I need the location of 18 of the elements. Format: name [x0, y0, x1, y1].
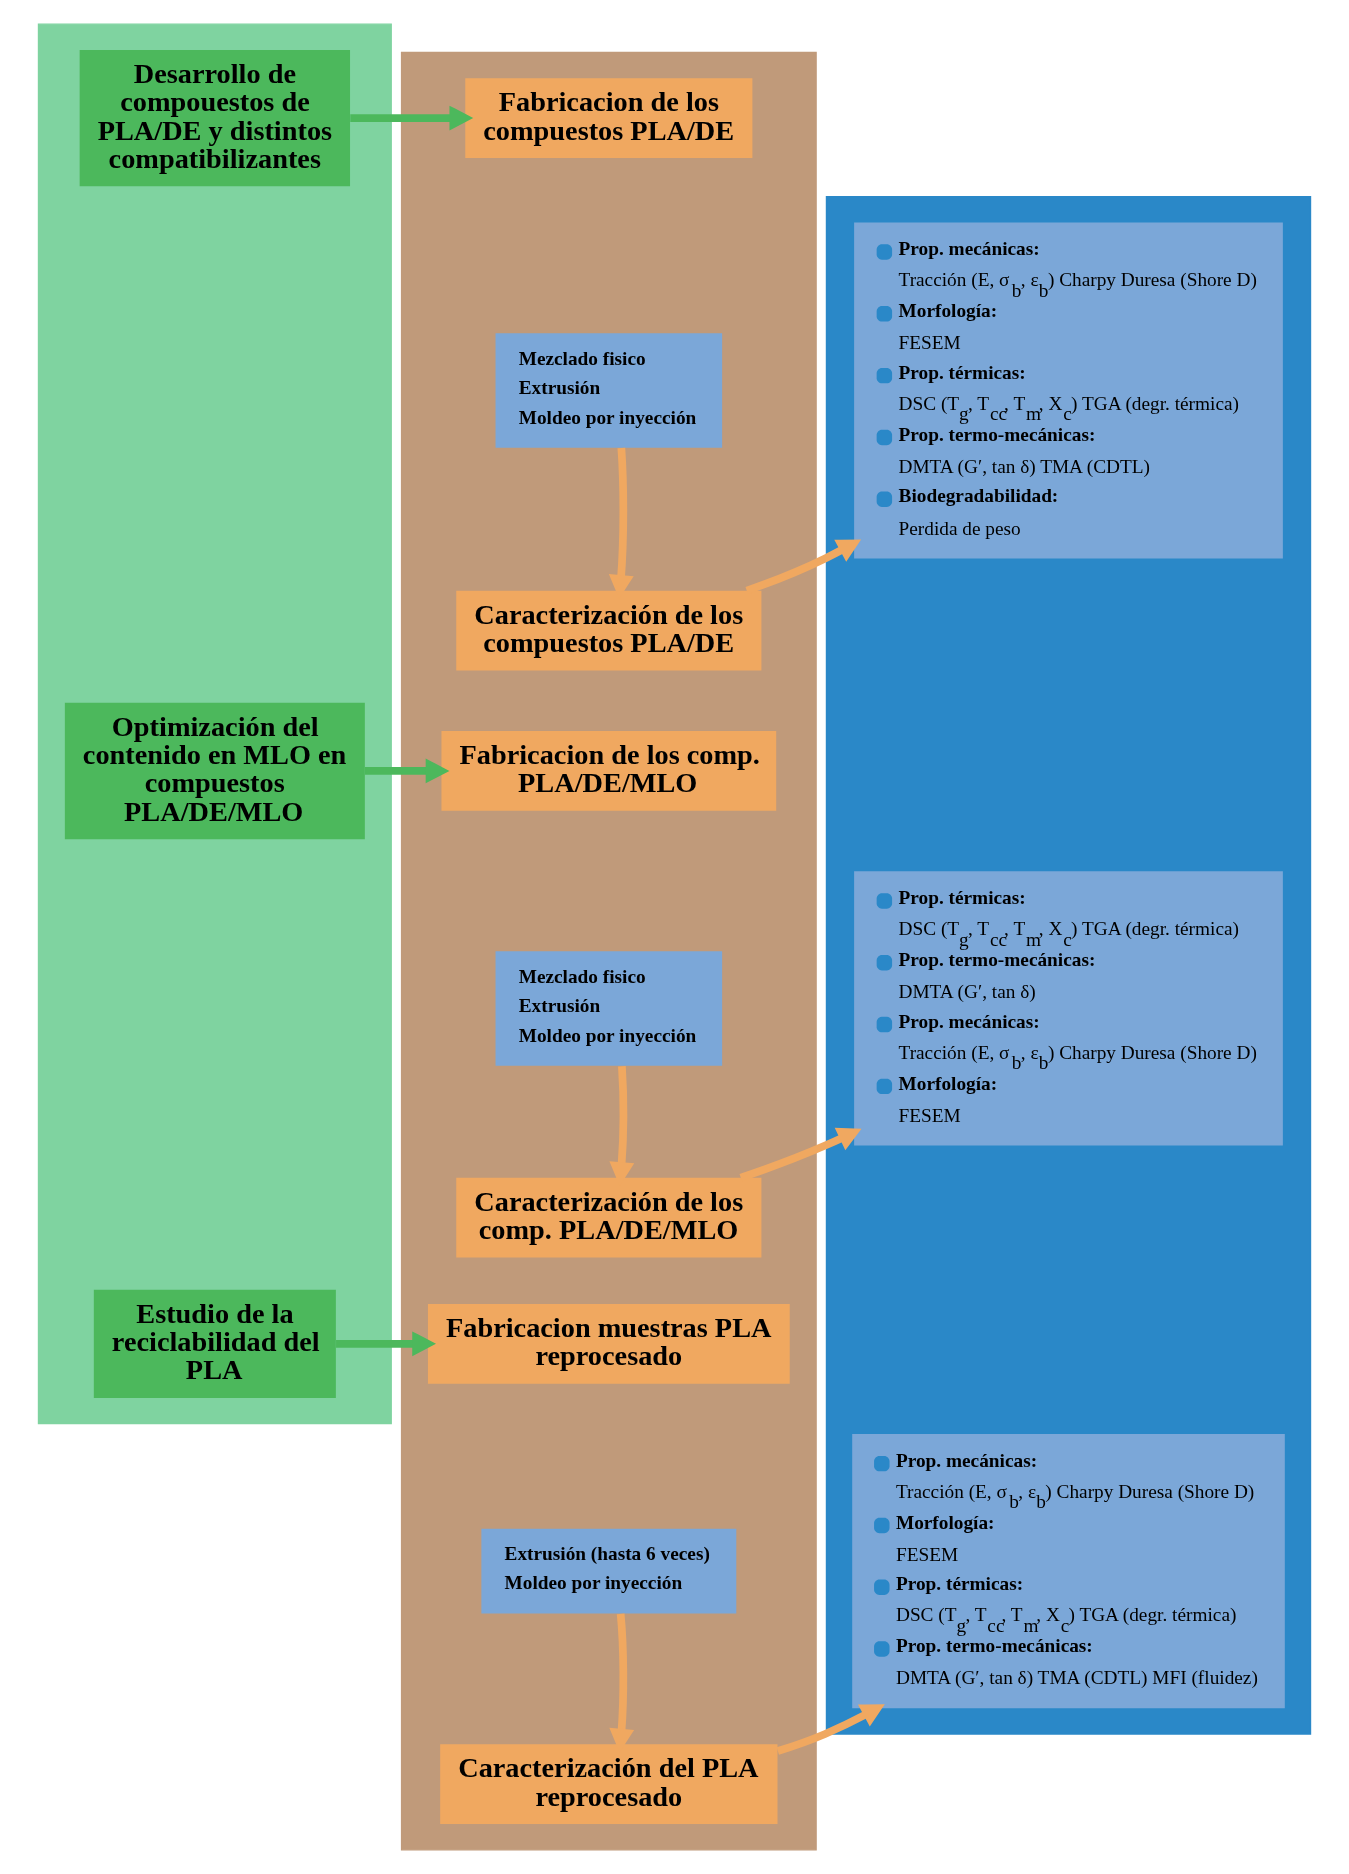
- node-box: Mezclado fisico Extrusión Moldeo por inyección: [495, 951, 723, 1066]
- arrow: [336, 1331, 436, 1357]
- node-box: Estudio de la reciclabilidad del PLA: [93, 1289, 336, 1398]
- arrow: [364, 758, 450, 784]
- node-box: Fabricacion de los compuestos PLA/DE: [465, 78, 753, 159]
- node-box: Optimización del contenido en MLO en compuestos PLA/DE/MLO: [64, 702, 365, 840]
- node-box: Desarrollo de compouestos de PLA/DE y distintos compatibilizantes: [79, 49, 351, 187]
- node-box: Fabricacion muestras PLA reprocesado: [427, 1303, 790, 1384]
- node-box: Caracterización de los compuestos PLA/DE: [456, 590, 762, 671]
- node-box: Caracterización del PLA reprocesado: [440, 1744, 778, 1825]
- cluster: [400, 51, 817, 1851]
- cluster: [825, 196, 1312, 1735]
- arrow: [350, 105, 474, 131]
- node-box: Caracterización de los comp. PLA/DE/MLO: [456, 1177, 762, 1258]
- node-box: Fabricacion de los comp. PLA/DE/MLO: [441, 731, 777, 811]
- node-box: Mezclado fisico Extrusión Moldeo por inyección: [495, 333, 723, 448]
- cluster: [37, 23, 392, 1425]
- node-box: Extrusión (hasta 6 veces) Moldeo por inyección: [481, 1528, 737, 1614]
